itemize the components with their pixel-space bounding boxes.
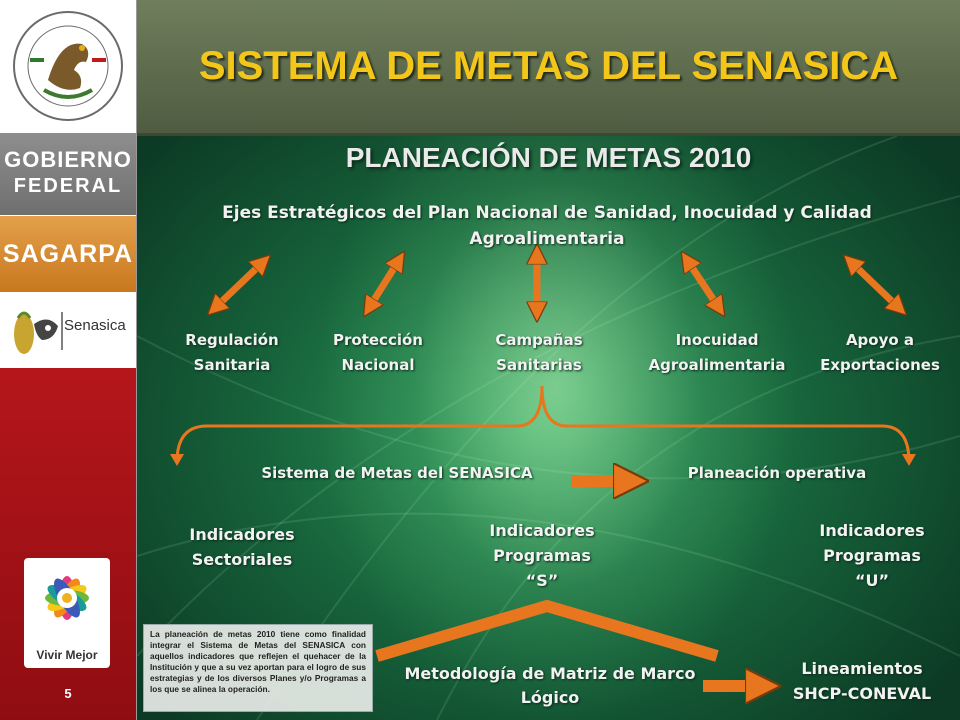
- arrow-apoyo: [851, 262, 899, 308]
- arrow-inocuidad: [687, 260, 719, 308]
- indicadores-programas-s: Indicadores Programas “S”: [467, 518, 617, 593]
- sistema-metas-label: Sistema de Metas del SENASICA: [261, 464, 533, 482]
- arrow-regulacion: [215, 262, 263, 308]
- metodologia-label: Metodología de Matriz de Marco Lógico: [395, 662, 705, 710]
- axis-label: Inocuidad: [675, 331, 759, 349]
- federal-label: FEDERAL: [13, 175, 123, 197]
- vivir-mejor-logo: Vivir Mejor: [24, 558, 110, 668]
- axis-label: Exportaciones: [820, 356, 940, 374]
- ejes-heading: Ejes Estratégicos del Plan Nacional de S…: [222, 203, 872, 249]
- senasica-emblem-icon: [14, 311, 63, 354]
- senasica-label: Senasica: [64, 317, 126, 334]
- lineamientos-line: SHCP-CONEVAL: [792, 684, 932, 703]
- indicator-label: Programas: [823, 546, 921, 565]
- indicator-label: “S”: [525, 571, 559, 590]
- metodologia-line: Lógico: [520, 688, 580, 707]
- slide-subtitle: PLANEACIÓN DE METAS 2010: [345, 142, 752, 173]
- axis-label: Sanitaria: [193, 356, 271, 374]
- lineamientos-line: Lineamientos: [801, 659, 923, 678]
- indicator-label: “U”: [854, 571, 890, 590]
- metodologia-line: Metodología de Matriz de Marco: [404, 664, 696, 683]
- vivir-mejor-label: Vivir Mejor: [36, 648, 98, 662]
- sidebar: GOBIERNO FEDERAL SAGARPA Senasica: [0, 0, 137, 720]
- axis-apoyo: Apoyo a Exportaciones: [805, 328, 955, 378]
- indicator-label: Indicadores: [189, 525, 295, 544]
- slide-header: SISTEMA DE METAS DEL SENASICA: [137, 0, 960, 136]
- arrow-proteccion: [369, 260, 399, 308]
- page-number: 5: [64, 686, 72, 701]
- eagle-seal-icon: [13, 11, 123, 121]
- lineamientos-label: Lineamientos SHCP-CONEVAL: [777, 656, 947, 706]
- indicator-label: Programas: [493, 546, 591, 565]
- axis-label: Sanitarias: [496, 356, 582, 374]
- gobierno-federal-logo: GOBIERNO FEDERAL: [0, 133, 136, 215]
- axis-label: Apoyo a: [845, 331, 915, 349]
- bracket: [175, 385, 911, 463]
- planeacion-operativa-label: Planeación operativa: [687, 464, 867, 482]
- axis-label: Regulación: [185, 331, 279, 349]
- vivir-mejor-flower-icon: [45, 576, 89, 620]
- slide-content: PLANEACIÓN DE METAS 2010 Ejes Estratégic…: [137, 136, 960, 720]
- page-title: SISTEMA DE METAS DEL SENASICA: [198, 44, 899, 88]
- coat-of-arms-seal: [0, 0, 136, 132]
- gobierno-label: GOBIERNO: [4, 147, 132, 172]
- diagram-arrows: [137, 136, 960, 720]
- senasica-logo: Senasica: [0, 293, 136, 367]
- indicadores-programas-u: Indicadores Programas “U”: [787, 518, 957, 593]
- note-box: La planeación de metas 2010 tiene como f…: [143, 624, 373, 712]
- axis-arrows: [215, 254, 899, 312]
- axis-label: Nacional: [341, 356, 415, 374]
- indicator-label: Indicadores: [819, 521, 925, 540]
- axis-label: Campañas: [495, 331, 583, 349]
- axis-proteccion: Protección Nacional: [313, 328, 443, 378]
- indicator-label: Sectoriales: [191, 550, 293, 569]
- axis-label: Agroalimentaria: [648, 356, 786, 374]
- indicadores-sectoriales: Indicadores Sectoriales: [157, 522, 327, 572]
- indicator-label: Indicadores: [489, 521, 595, 540]
- chevron: [375, 599, 719, 662]
- axis-label: Protección: [333, 331, 423, 349]
- axis-regulacion: Regulación Sanitaria: [167, 328, 297, 378]
- sagarpa-logo: SAGARPA: [0, 216, 136, 292]
- axis-inocuidad: Inocuidad Agroalimentaria: [637, 328, 797, 378]
- axis-campanas: Campañas Sanitarias: [474, 328, 604, 378]
